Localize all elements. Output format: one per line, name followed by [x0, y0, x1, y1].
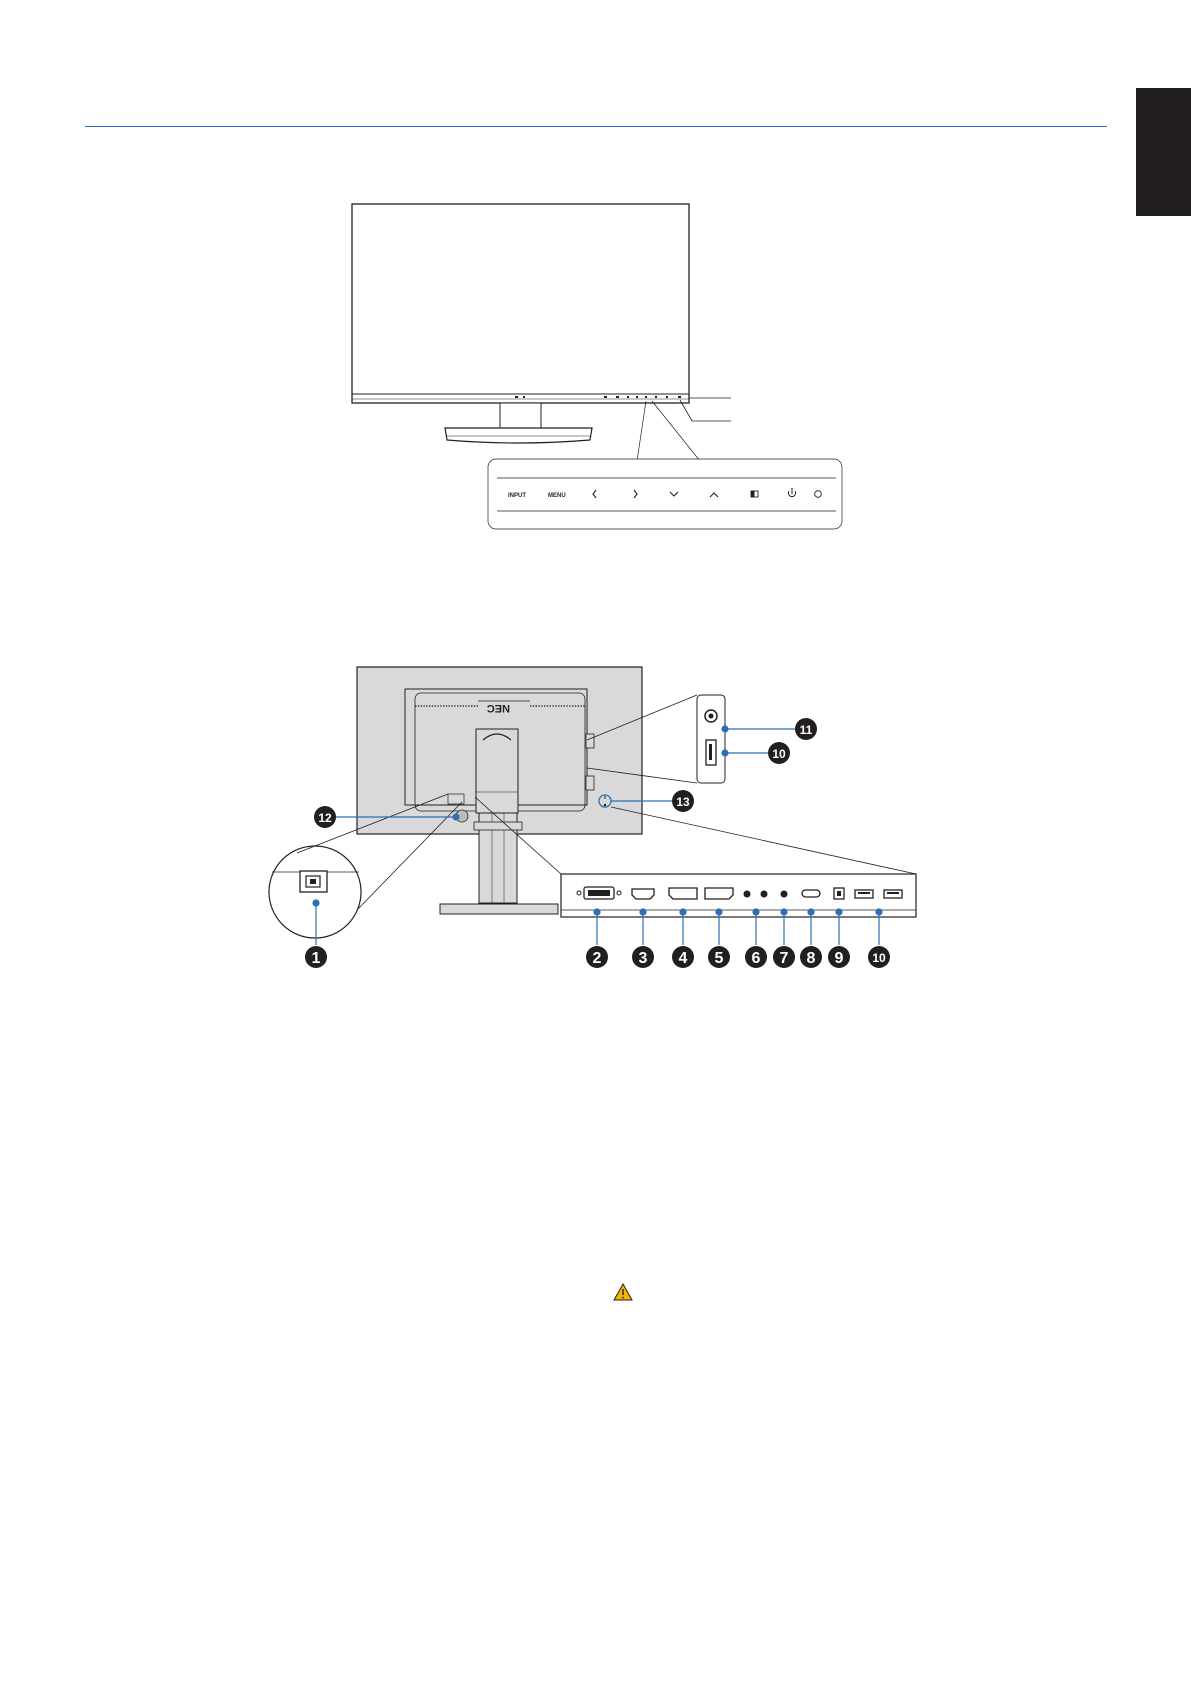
displayport-out-icon	[705, 888, 733, 899]
callout-6: 6	[745, 946, 767, 968]
svg-text:10: 10	[772, 747, 786, 761]
front-control-strip: INPUT MENU	[488, 459, 842, 529]
svg-text:8: 8	[807, 950, 816, 967]
audio-in-jack-icon	[744, 891, 751, 898]
callout-12: 12	[314, 806, 336, 828]
svg-text:1: 1	[312, 950, 321, 967]
svg-text:6: 6	[752, 950, 761, 967]
svg-text:12: 12	[318, 811, 332, 825]
hdmi-port-icon	[632, 889, 654, 899]
usb-c-port-icon	[802, 890, 820, 897]
svg-text:5: 5	[715, 950, 724, 967]
callout-1: 1	[305, 946, 327, 968]
svg-text:9: 9	[835, 950, 844, 967]
displayport-in-icon	[669, 888, 697, 899]
callout-13: 13	[672, 790, 694, 812]
callout-2: 2	[586, 946, 608, 968]
svg-text:13: 13	[676, 795, 690, 809]
callout-10-side: 10	[768, 742, 790, 764]
svg-text:11: 11	[800, 723, 813, 737]
callout-5: 5	[708, 946, 730, 968]
menu-button-label[interactable]: MENU	[548, 493, 566, 499]
warning-icon	[614, 1284, 632, 1300]
callout-4: 4	[672, 946, 694, 968]
svg-text:2: 2	[593, 950, 602, 967]
input-button-label[interactable]: INPUT	[508, 493, 526, 499]
callout-10-bottom: 10	[868, 946, 890, 968]
audio-in-jack-2-icon	[761, 891, 768, 898]
svg-text:7: 7	[780, 950, 789, 967]
svg-text:3: 3	[639, 950, 648, 967]
headphone-out-jack-icon	[781, 891, 788, 898]
monitor-front-view	[352, 204, 731, 461]
svg-text:4: 4	[679, 950, 688, 967]
callout-7: 7	[773, 946, 795, 968]
callout-3: 3	[632, 946, 654, 968]
callout-11: 11	[795, 718, 817, 740]
dvi-port-icon	[577, 887, 621, 899]
callout-8: 8	[800, 946, 822, 968]
brand-logo: NEC	[487, 702, 510, 714]
callout-9: 9	[828, 946, 850, 968]
svg-text:10: 10	[872, 951, 886, 965]
